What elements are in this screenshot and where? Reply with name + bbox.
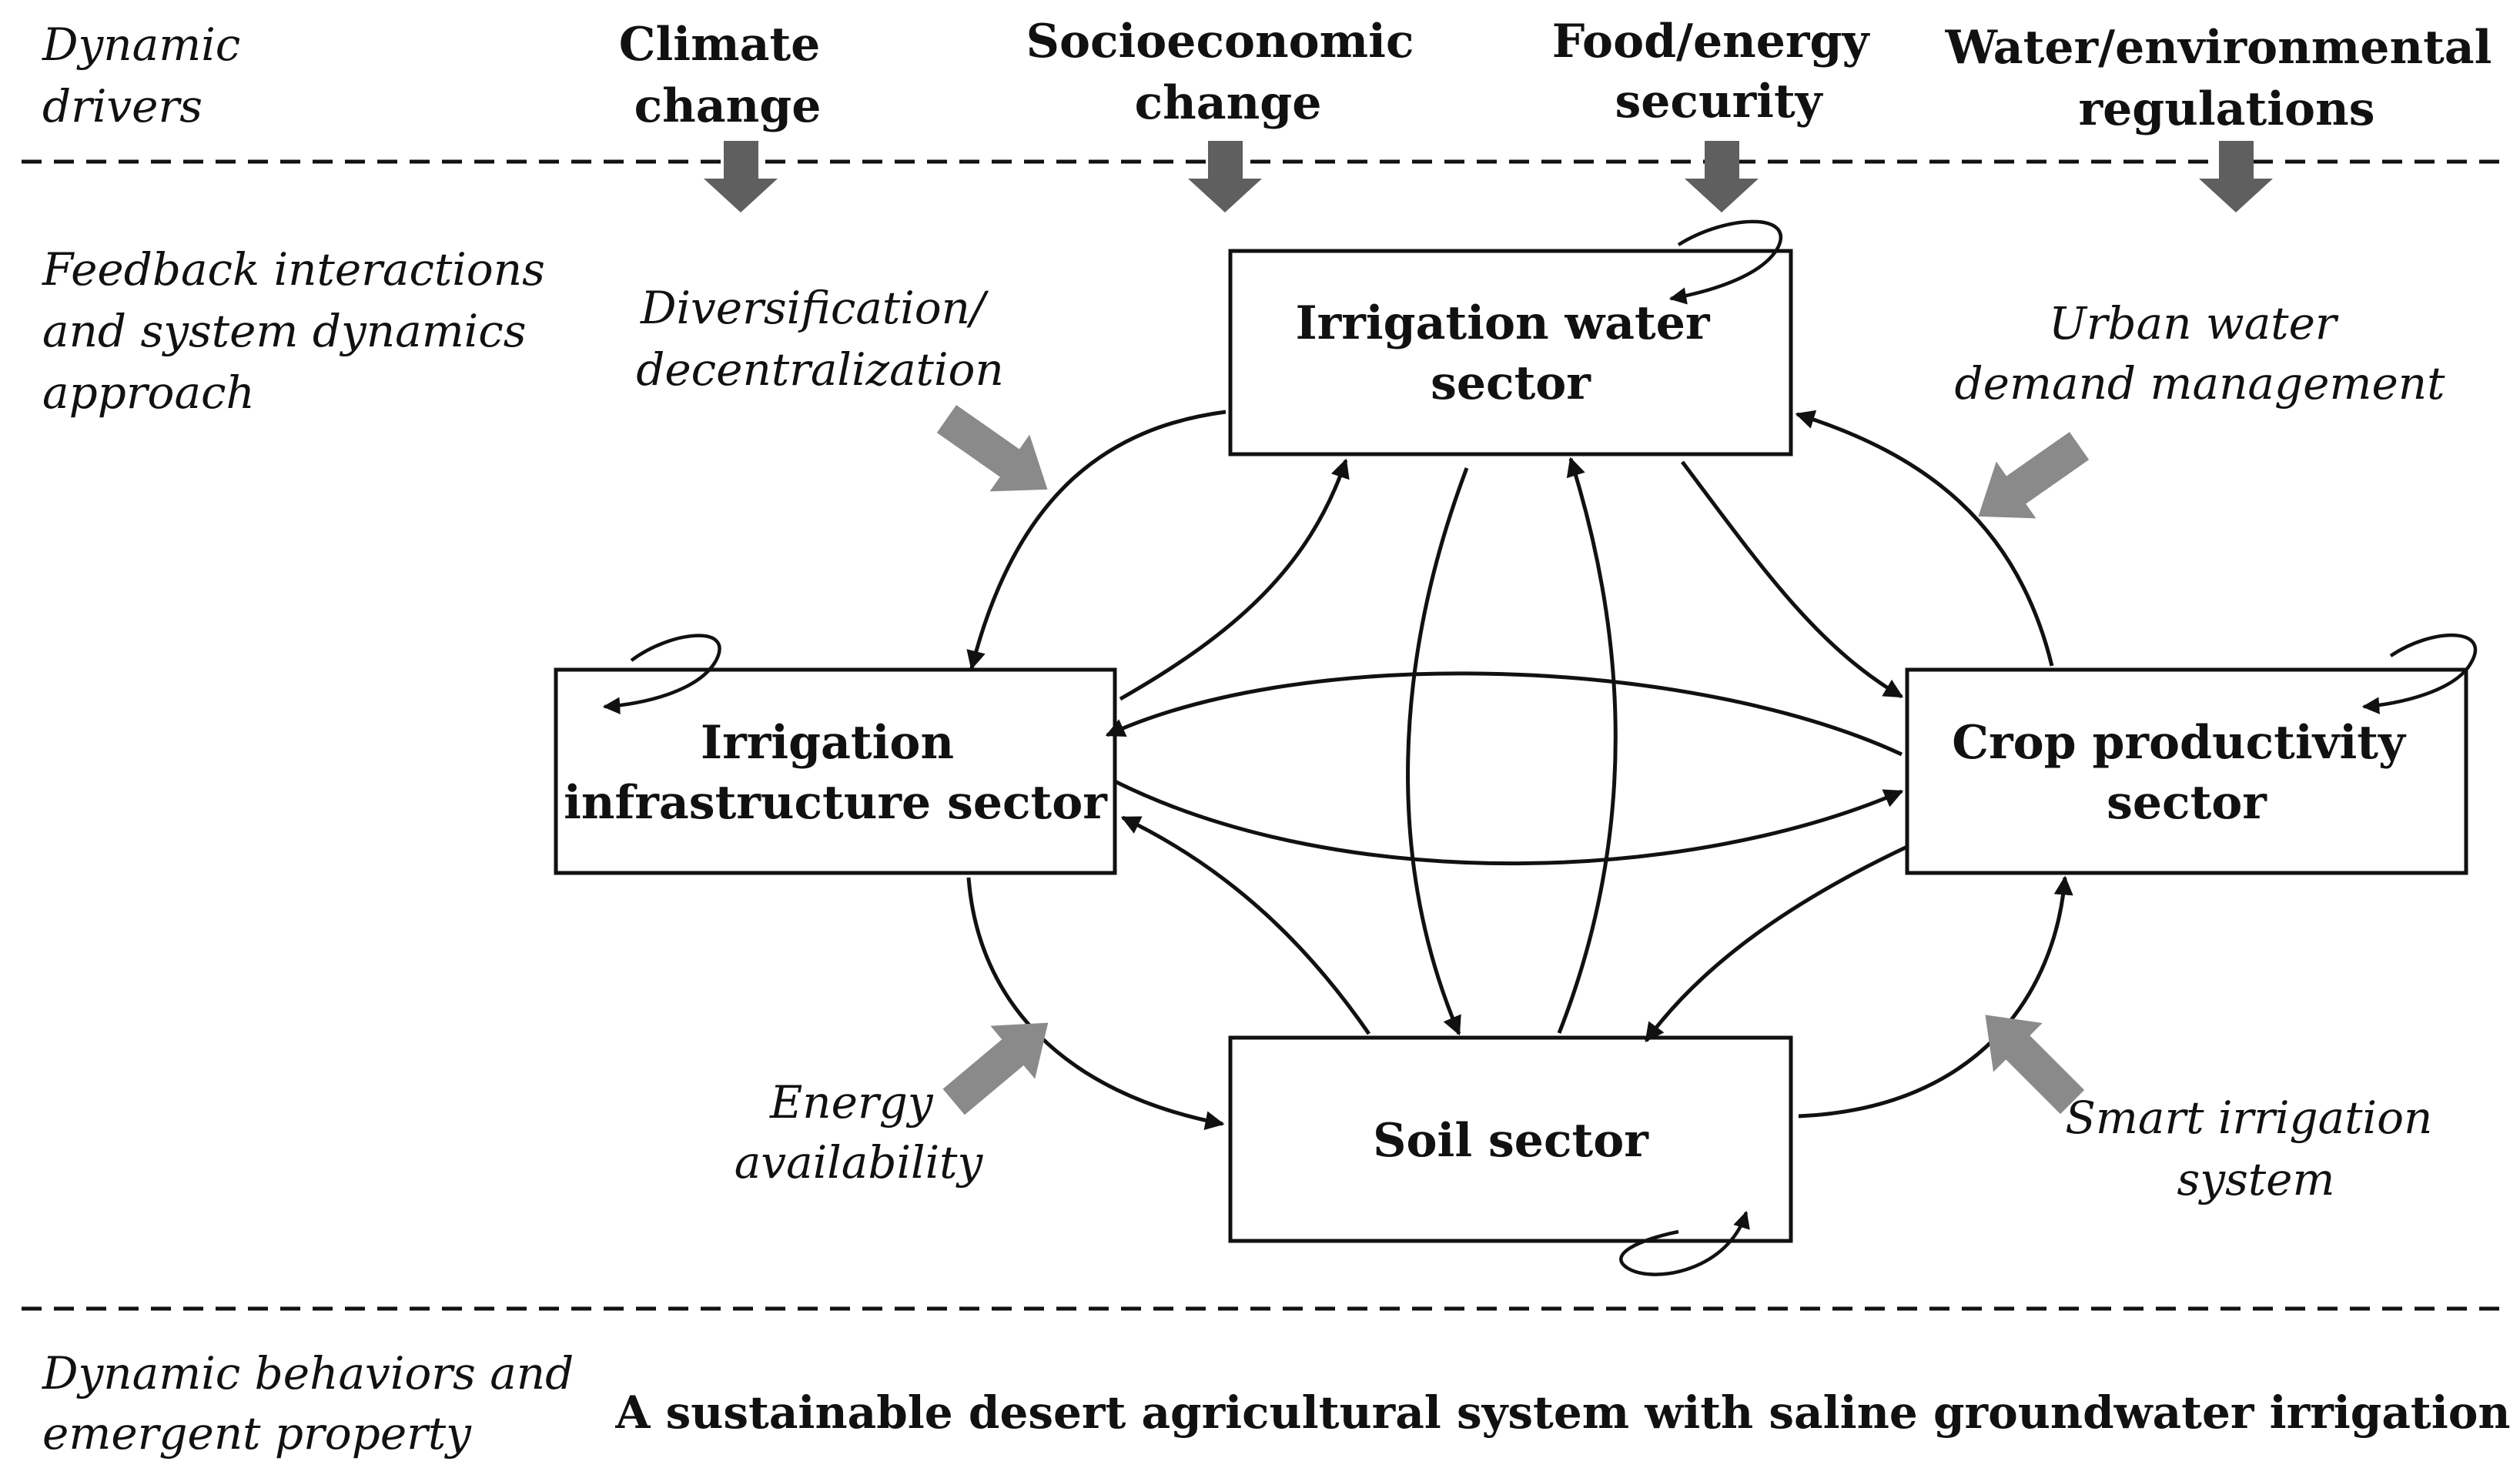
driver-food-energy-security: Food/energy security bbox=[1552, 15, 1886, 129]
crop-productivity-sector-label: Crop productivity sector bbox=[1952, 716, 2421, 830]
link-infrastructure-to-soil bbox=[966, 877, 1225, 1131]
link-soil-to-infrastructure bbox=[1120, 815, 1371, 1035]
policy-arrow-energy bbox=[942, 1022, 1049, 1115]
self-loop-soil bbox=[1619, 1210, 1750, 1276]
link-soil-to-crop bbox=[1798, 875, 2073, 1119]
self-loop-crop bbox=[2361, 634, 2478, 714]
driver-arrow-socioeconomic bbox=[1188, 141, 1262, 212]
irrigation-water-sector-label: Irrigation water sector bbox=[1296, 296, 1726, 410]
link-water-to-crop bbox=[1680, 460, 1904, 699]
feedback-section-label: Feedback interactions and system dynamic… bbox=[42, 243, 559, 419]
drivers-section-label: Dynamic drivers bbox=[42, 18, 255, 132]
policy-arrow-smart-irrigation bbox=[1985, 1015, 2085, 1115]
behaviors-section-label: Dynamic behaviors and emergent property bbox=[42, 1347, 588, 1460]
driver-arrow-climate bbox=[704, 141, 778, 212]
infrastructure-sector-box bbox=[554, 667, 1117, 875]
link-crop-to-water bbox=[1795, 410, 2054, 667]
irrigation-water-sector-box bbox=[1228, 249, 1793, 456]
driver-arrow-regulations bbox=[2199, 141, 2273, 212]
self-loop-infrastructure bbox=[602, 634, 721, 715]
link-water-to-infrastructure bbox=[966, 410, 1227, 670]
link-crop-to-soil bbox=[1644, 844, 1909, 1043]
driver-socioeconomic-change: Socioeconomic change bbox=[1026, 15, 1431, 130]
soil-sector-label: Soil sector bbox=[1373, 1114, 1649, 1168]
driver-climate-change: Climate change bbox=[619, 18, 836, 133]
label-energy-availability: Energy availability bbox=[735, 1076, 984, 1189]
link-soil-to-water bbox=[1557, 456, 1618, 1034]
link-infrastructure-to-crop bbox=[1113, 779, 1904, 866]
infrastructure-sector-label: Irrigation infrastructure sector bbox=[564, 716, 1108, 830]
driver-water-environmental-regulations: Water/environmental regulations bbox=[1945, 21, 2508, 136]
label-smart-irrigation: Smart irrigation system bbox=[2065, 1092, 2447, 1205]
policy-arrow-diversification bbox=[936, 405, 1048, 492]
outcome-statement: A sustainable desert agricultural system… bbox=[614, 1386, 2510, 1439]
self-loop-irrigation-water bbox=[1668, 219, 1782, 305]
crop-productivity-sector-box bbox=[1905, 667, 2468, 875]
policy-arrow-urban-demand bbox=[1978, 432, 2090, 519]
link-crop-to-infrastructure bbox=[1105, 671, 1903, 757]
driver-arrow-food-energy bbox=[1685, 141, 1759, 212]
link-water-to-soil bbox=[1406, 467, 1469, 1036]
label-urban-demand: Urban water demand management bbox=[1955, 297, 2446, 410]
soil-sector-box bbox=[1228, 1035, 1793, 1243]
link-infrastructure-to-water bbox=[1119, 458, 1350, 701]
label-diversification: Diversification/ decentralization bbox=[636, 282, 1004, 396]
